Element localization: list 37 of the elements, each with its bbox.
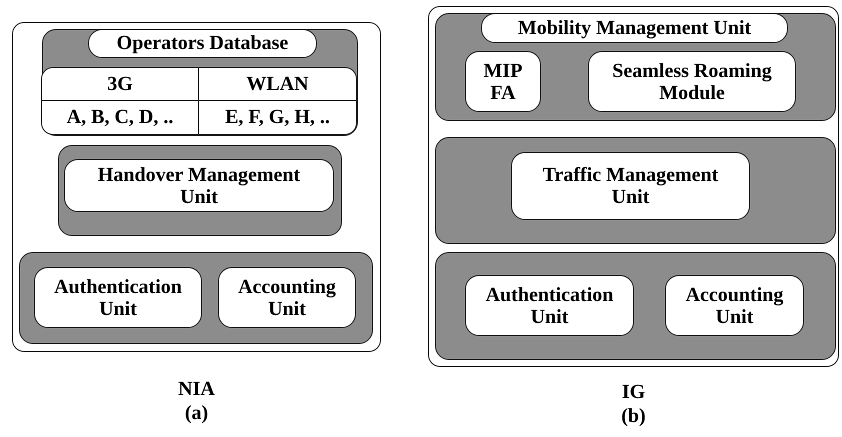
device-frame (428, 6, 839, 367)
module-panel (18, 252, 372, 344)
title-box (88, 29, 317, 58)
unit-box (64, 159, 334, 212)
table-cell-text: E, F, G, H, .. (224, 105, 331, 130)
unit-label: Operators Database (116, 32, 288, 55)
unit-label: Accounting Unit (684, 284, 784, 328)
node-label: (a) (184, 402, 208, 425)
unit-label: Authentication Unit (53, 276, 183, 320)
unit-box (588, 51, 796, 112)
table-cell: 3G (42, 68, 199, 101)
node-label: (b) (621, 405, 646, 428)
unit-box (465, 275, 634, 336)
node-label: NIA (178, 378, 215, 401)
module-panel (434, 12, 836, 120)
unit-box (218, 267, 356, 328)
unit-label: Traffic Management Unit (542, 164, 720, 208)
unit-label: Seamless Roaming Module (611, 60, 773, 104)
module-panel (434, 136, 836, 244)
device-frame (12, 22, 381, 352)
unit-label: Mobility Management Unit (518, 16, 752, 40)
unit-label: Authentication Unit (484, 284, 614, 328)
unit-box (465, 51, 541, 112)
unit-label: Handover Management Unit (96, 164, 302, 208)
unit-box (665, 275, 804, 336)
table-cell: A, B, C, D, .. (42, 101, 199, 134)
module-panel (42, 28, 358, 136)
module-panel (58, 144, 342, 236)
unit-box (511, 152, 750, 220)
unit-box (34, 267, 202, 328)
title-box (481, 13, 788, 43)
node-label: IG (622, 381, 646, 404)
operator-table (41, 67, 357, 135)
unit-label: MIP FA (482, 60, 524, 104)
table-cell: WLAN (199, 68, 356, 101)
module-panel (434, 252, 836, 360)
unit-label: Accounting Unit (237, 276, 337, 320)
